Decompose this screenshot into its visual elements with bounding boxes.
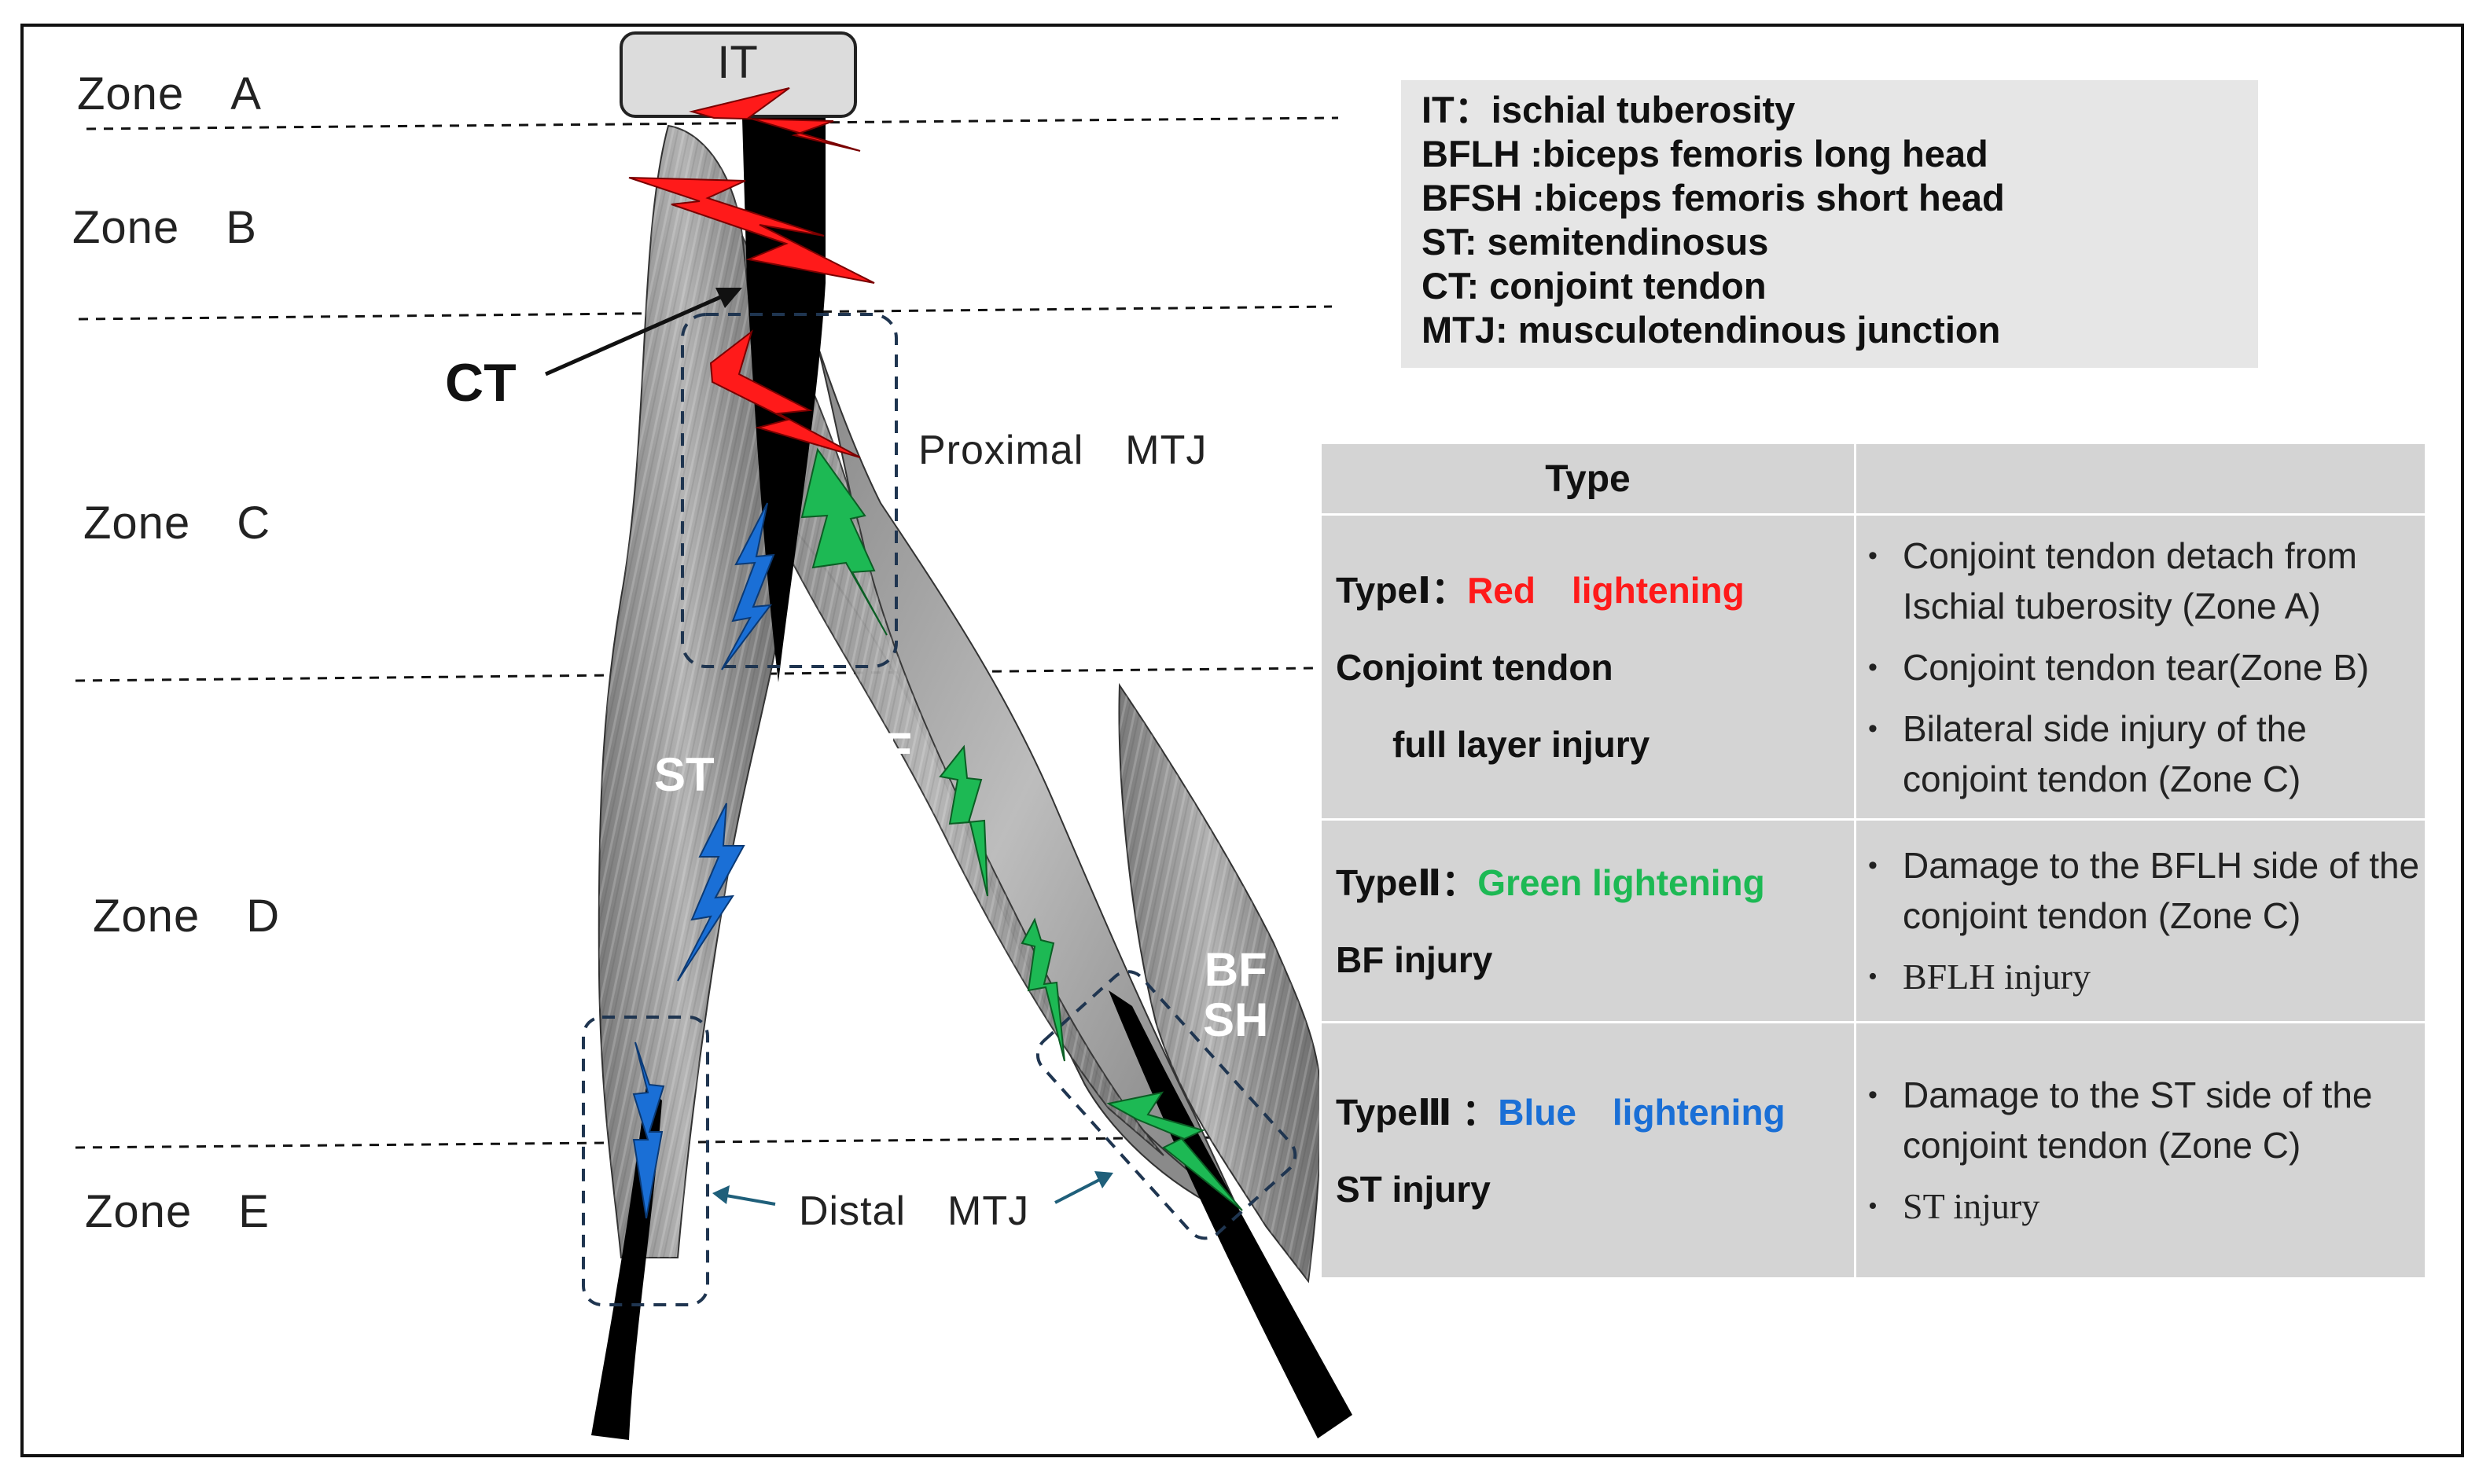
- type-2-note-1: Damage to the BFLH side of the conjoint …: [1868, 840, 2424, 941]
- type-1-desc-line-2: full layer injury: [1392, 723, 1650, 765]
- header-notes: [1854, 442, 2427, 516]
- green-bolt-bflh-1: [939, 744, 988, 897]
- distal-mtj-arrow-bf: [1054, 1176, 1105, 1204]
- blue-bolt-st: [677, 803, 745, 982]
- type-2-color-text: Green lightening: [1477, 861, 1765, 903]
- type-1-color-text: Red lightening: [1467, 569, 1745, 611]
- table-row-type-1: TypeⅠ：Red lightening Conjoint tendon ful…: [1319, 513, 2427, 821]
- green-bolt-bflh-2: [1021, 917, 1065, 1062]
- type-1-desc-line-1: Conjoint tendon: [1336, 646, 1613, 688]
- distal-mtj-label: Distal MTJ: [799, 1188, 1030, 1234]
- green-bolt-zone-c: [800, 447, 888, 636]
- ct-arrow: [544, 290, 733, 377]
- type-1-note-2: Conjoint tendon tear(Zone B): [1868, 642, 2424, 692]
- table-header-row: Type: [1319, 442, 2427, 516]
- red-bolt-zone-b: [628, 177, 875, 284]
- green-bolts: [800, 447, 1243, 1211]
- legend-mtj: MTJ: musculotendinous junction: [1422, 309, 2001, 351]
- type-3-notes: Damage to the ST side of the conjoint te…: [1857, 1070, 2424, 1232]
- bflh-label: BF LH: [849, 723, 912, 826]
- header-type: Type: [1319, 442, 1856, 516]
- zone-a-label: Zone A: [77, 68, 262, 119]
- type-2-prefix: TypeⅡ：: [1336, 861, 1478, 903]
- type-2-notes: Damage to the BFLH side of the conjoint …: [1857, 840, 2424, 1002]
- zone-line-ab: [86, 116, 1339, 130]
- blue-bolt-zone-c: [721, 502, 775, 670]
- green-bolt-distal-bf: [1106, 1091, 1243, 1211]
- type-2-desc-line-1: BF injury: [1336, 939, 1493, 980]
- distal-mtj-region-bf: [1035, 970, 1297, 1240]
- zone-b-label: Zone B: [72, 202, 257, 253]
- bfsh-label: BF SH: [1203, 943, 1269, 1046]
- table-row-type-2: TypeⅡ：Green lightening BF injury Damage …: [1319, 818, 2427, 1023]
- red-bolt-zone-c: [709, 329, 861, 458]
- legend-ct: CT: conjoint tendon: [1422, 265, 1767, 307]
- blue-bolt-distal-st: [632, 1041, 665, 1219]
- red-bolts: [628, 87, 875, 458]
- injury-type-table: Type TypeⅠ：Red lightening Conjoint tendo…: [1319, 442, 2427, 1280]
- type-2-note-2: BFLH injury: [1868, 952, 2424, 1002]
- zone-e-label: Zone E: [85, 1186, 270, 1237]
- type-1-note-1: Conjoint tendon detach from Ischial tube…: [1868, 531, 2424, 631]
- type-1-prefix: TypeⅠ：: [1336, 569, 1468, 611]
- type-3-note-2: ST injury: [1868, 1181, 2424, 1232]
- type-3-desc-line-1: ST injury: [1336, 1168, 1491, 1210]
- legend-st: ST: semitendinosus: [1422, 221, 1769, 263]
- type-1-note-3: Bilateral side injury of the conjoint te…: [1868, 703, 2424, 804]
- zone-d-label: Zone D: [93, 891, 281, 942]
- red-bolt-zone-a: [689, 87, 861, 152]
- legend-it: IT：ischial tuberosity: [1422, 89, 1796, 130]
- type-3-color-text: Blue lightening: [1498, 1091, 1786, 1133]
- it-label: IT: [717, 37, 758, 88]
- abbreviation-legend: IT：ischial tuberosity BFLH :biceps femor…: [1401, 80, 2258, 368]
- ct-label: CT: [445, 353, 517, 413]
- st-label: ST: [654, 748, 715, 801]
- ct-arrowhead: [715, 288, 742, 308]
- bf-distal-tendon: [1109, 990, 1352, 1438]
- distal-mtj-arrow-st: [721, 1193, 776, 1206]
- type-3-note-1: Damage to the ST side of the conjoint te…: [1868, 1070, 2424, 1170]
- proximal-mtj-label: Proximal MTJ: [918, 428, 1208, 473]
- zone-c-label: Zone C: [83, 498, 271, 549]
- blue-bolts: [632, 502, 775, 1219]
- figure-frame: [20, 24, 2464, 1457]
- legend-bfsh: BFSH :biceps femoris short head: [1422, 177, 2005, 219]
- type-1-notes: Conjoint tendon detach from Ischial tube…: [1857, 531, 2424, 804]
- type-3-prefix: TypeⅢ ：: [1336, 1091, 1499, 1133]
- legend-bflh: BFLH :biceps femoris long head: [1422, 133, 1988, 174]
- table-row-type-3: TypeⅢ ：Blue lightening ST injury Damage …: [1319, 1021, 2427, 1280]
- proximal-mtj-region: [681, 313, 898, 668]
